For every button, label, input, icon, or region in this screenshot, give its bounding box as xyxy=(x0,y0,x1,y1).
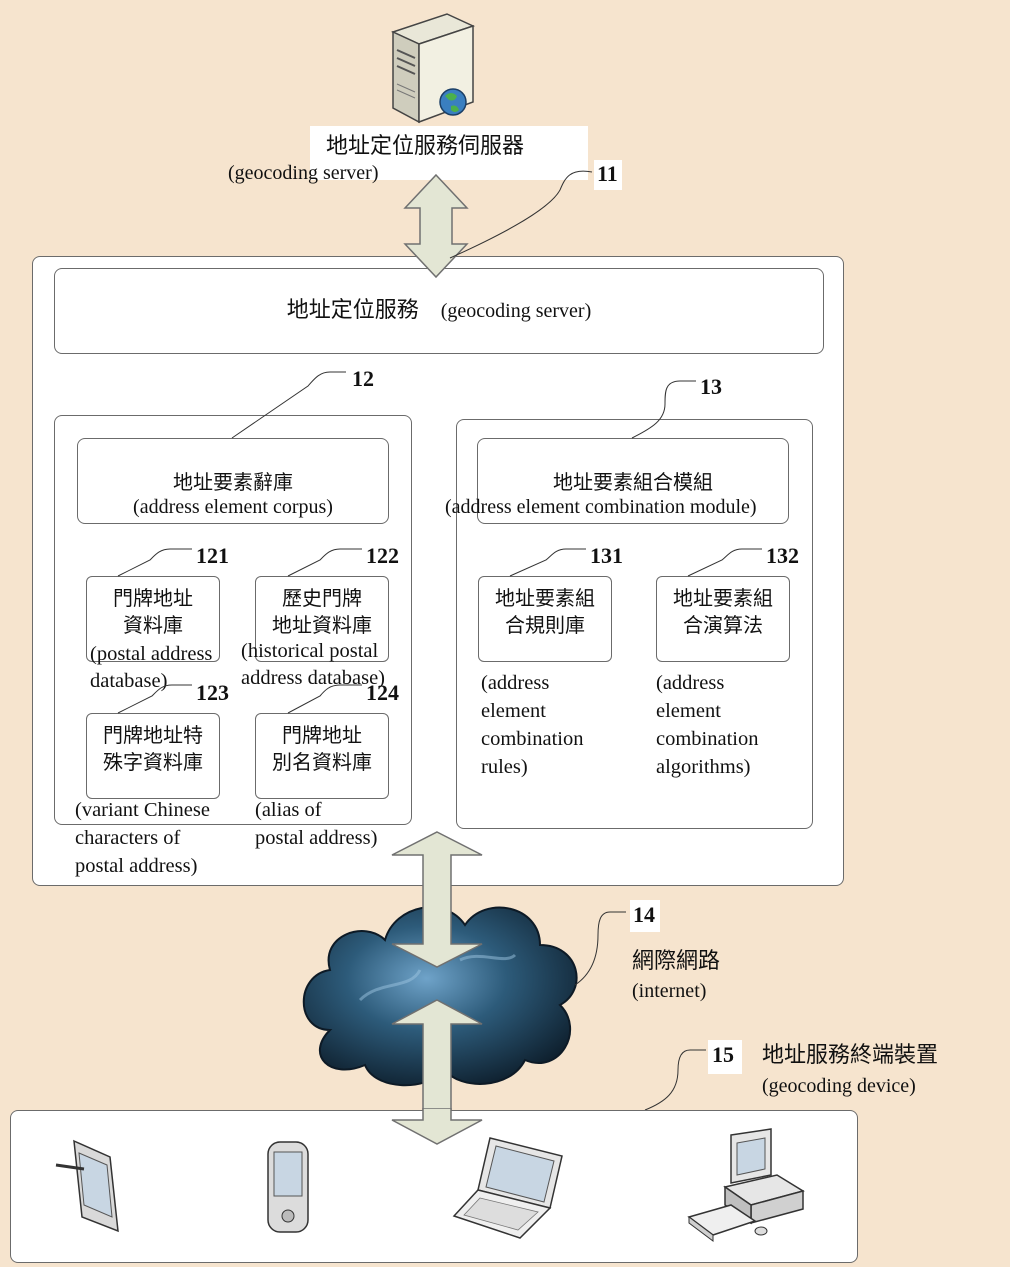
leader-13 xyxy=(631,380,696,439)
historical-postal-db-cn-2: 地址資料庫 xyxy=(272,613,372,637)
leader-14 xyxy=(574,911,626,986)
leader-121 xyxy=(117,548,192,577)
postal-address-db-en-1: (postal address xyxy=(90,643,213,665)
combination-rules-en-4: rules) xyxy=(481,756,528,778)
combination-algorithms-cn-2: 合演算法 xyxy=(683,613,763,637)
label-11-box xyxy=(594,160,622,190)
server-icon xyxy=(390,13,476,124)
alias-db-en-2: postal address) xyxy=(255,827,378,849)
combination-module-header: 地址要素組合模組 xyxy=(477,438,789,524)
leader-12 xyxy=(231,371,346,439)
variant-chars-db-cn-2: 殊字資料庫 xyxy=(103,750,203,774)
pda-icon xyxy=(267,1141,309,1233)
leader-131 xyxy=(509,548,586,577)
combination-rules-cn-1: 地址要素組 xyxy=(495,586,595,610)
server-service-arrow xyxy=(403,173,469,279)
combination-title-cn: 地址要素組合模組 xyxy=(553,470,713,494)
variant-chars-db-en-3: postal address) xyxy=(75,855,198,877)
label-14-box xyxy=(630,900,660,932)
alias-db-en-1: (alias of xyxy=(255,799,322,821)
combination-rules-cn-2: 合規則庫 xyxy=(505,613,585,637)
historical-postal-db-en-2: address database) xyxy=(241,667,386,689)
geocoding-service-title-bar: 地址定位服務 (geocoding server) xyxy=(54,268,824,354)
server-title-cn: 地址定位服務伺服器 xyxy=(326,134,525,159)
label-13: 13 xyxy=(700,374,722,399)
address-element-corpus-header: 地址要素辭庫 (address element corpus) xyxy=(77,438,389,524)
combination-algorithms-cn-1: 地址要素組 xyxy=(673,586,773,610)
devices-arrow-tip xyxy=(391,1108,483,1145)
combination-algorithms-en-2: element xyxy=(656,700,721,722)
leader-122 xyxy=(287,548,362,577)
service-title-en: (geocoding server) xyxy=(440,300,592,322)
laptop-icon xyxy=(452,1137,563,1239)
label-15-box xyxy=(708,1040,742,1074)
label-15: 15 xyxy=(712,1042,734,1067)
combination-rules-en-1: (address xyxy=(481,672,550,694)
service-internet-arrow xyxy=(391,831,483,968)
combination-algorithms-en-1: (address xyxy=(656,672,725,694)
service-title-cn: 地址定位服務 xyxy=(286,298,419,323)
leader-123 xyxy=(117,684,192,714)
combination-rules-en-2: element xyxy=(481,700,546,722)
historical-postal-db-box: 歷史門牌 地址資料庫 xyxy=(255,576,389,662)
postal-address-db-cn-1: 門牌地址 xyxy=(113,586,193,610)
label-131: 131 xyxy=(590,543,623,568)
postal-address-db-en-2: database) xyxy=(90,670,168,692)
combination-title-en: (address element combination module) xyxy=(445,496,757,518)
combination-rules-en-3: combination xyxy=(481,728,584,750)
label-122: 122 xyxy=(366,543,399,568)
cloud-icon xyxy=(302,906,578,1087)
server-title-en: (geocoding server) xyxy=(228,162,379,184)
variant-chars-db-box: 門牌地址特 殊字資料庫 xyxy=(86,713,220,799)
variant-chars-db-en-1: (variant Chinese xyxy=(75,799,210,821)
label-11: 11 xyxy=(597,161,618,186)
alias-db-box: 門牌地址 別名資料庫 xyxy=(255,713,389,799)
historical-postal-db-en-1: (historical postal xyxy=(241,640,379,662)
variant-chars-db-cn-1: 門牌地址特 xyxy=(103,723,203,747)
combination-algorithms-box: 地址要素組 合演算法 xyxy=(656,576,790,662)
corpus-title-cn: 地址要素辭庫 xyxy=(173,470,293,494)
corpus-title-en: (address element corpus) xyxy=(133,496,333,518)
internet-title-cn: 網際網路 xyxy=(632,949,721,974)
internet-title-en: (internet) xyxy=(632,980,707,1002)
tablet-icon xyxy=(55,1139,119,1233)
label-121: 121 xyxy=(196,543,229,568)
alias-db-cn-1: 門牌地址 xyxy=(282,723,362,747)
combination-rules-box: 地址要素組 合規則庫 xyxy=(478,576,612,662)
label-14: 14 xyxy=(633,902,655,927)
devices-title-cn: 地址服務終端裝置 xyxy=(762,1043,939,1068)
postal-address-db-cn-2: 資料庫 xyxy=(123,613,183,637)
label-132: 132 xyxy=(766,543,799,568)
combination-algorithms-en-4: algorithms) xyxy=(656,756,751,778)
leader-11 xyxy=(449,170,593,259)
label-12: 12 xyxy=(352,366,374,391)
label-123: 123 xyxy=(196,680,229,705)
leader-132 xyxy=(687,548,762,577)
label-124: 124 xyxy=(366,680,399,705)
devices-title-en: (geocoding device) xyxy=(762,1075,916,1097)
leader-124 xyxy=(287,684,362,714)
postal-address-db-box: 門牌地址 資料庫 xyxy=(86,576,220,662)
desktop-computer-icon xyxy=(687,1128,805,1242)
historical-postal-db-cn-1: 歷史門牌 xyxy=(282,586,362,610)
combination-algorithms-en-3: combination xyxy=(656,728,759,750)
alias-db-cn-2: 別名資料庫 xyxy=(272,750,372,774)
server-title-box xyxy=(310,126,588,180)
leader-15 xyxy=(644,1049,706,1111)
variant-chars-db-en-2: characters of xyxy=(75,827,181,849)
